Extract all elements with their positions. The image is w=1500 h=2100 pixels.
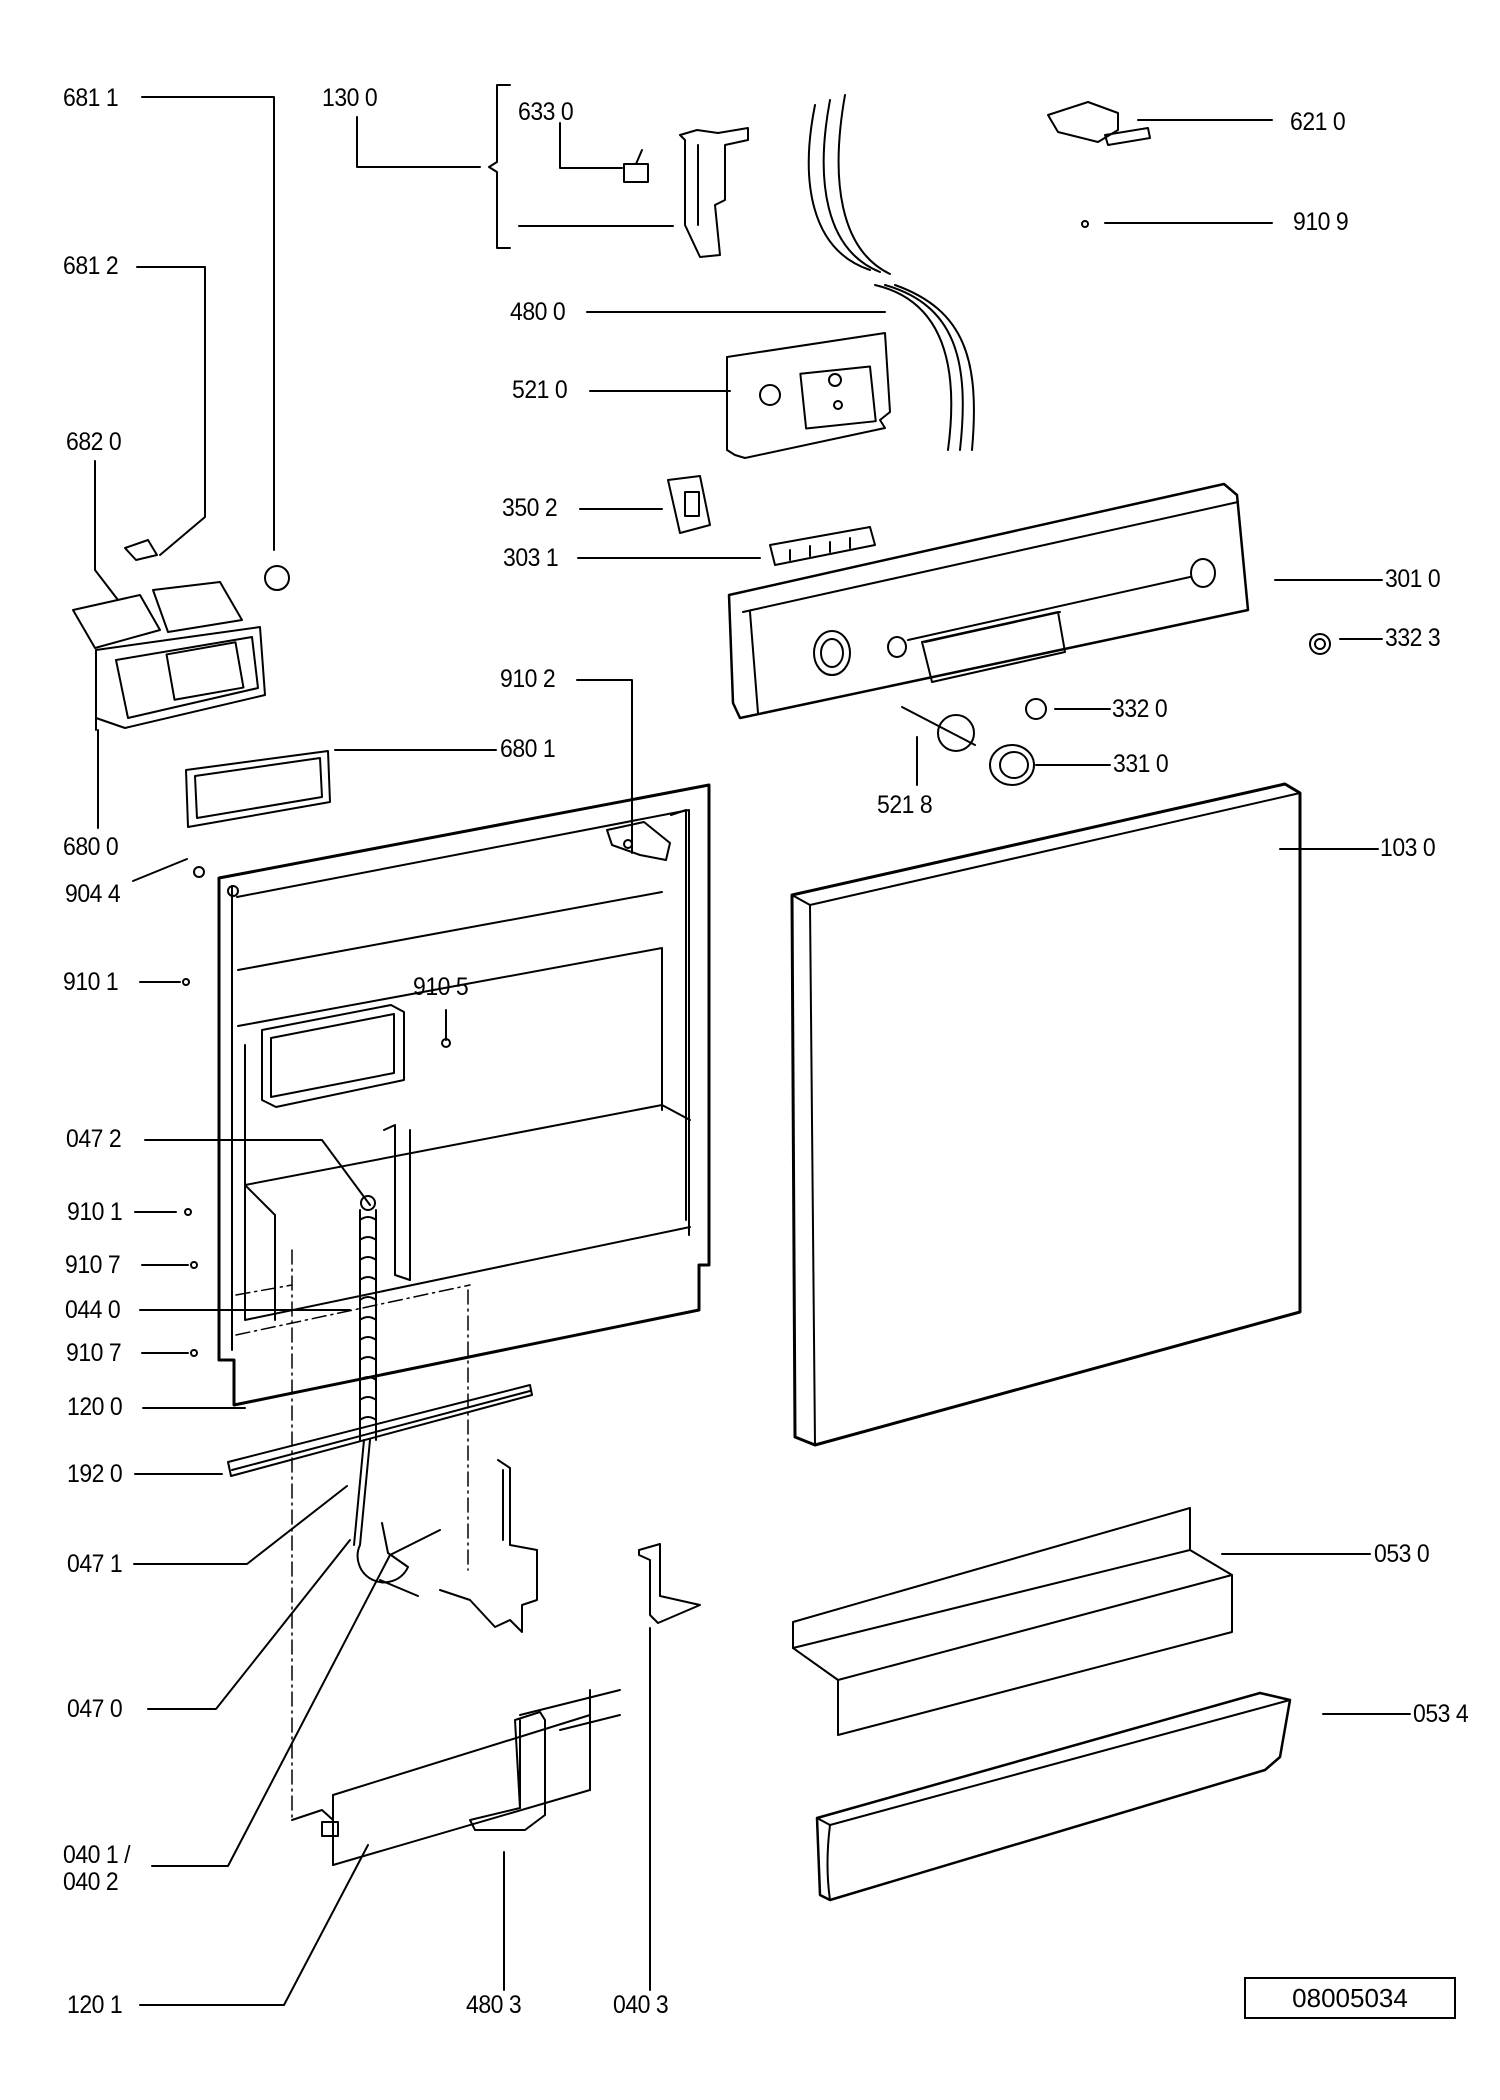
label-1200: 120 0 [67,1393,123,1421]
label-9109: 910 9 [1293,208,1349,236]
label-1920: 192 0 [67,1460,123,1488]
document-number-box: 08005034 [1244,1977,1456,2019]
knob-5218 [902,707,975,751]
label-0440: 044 0 [65,1296,121,1324]
label-3502: 350 2 [502,494,558,522]
rail [228,1385,532,1476]
label-3031: 303 1 [503,544,559,572]
knob-3323 [1310,634,1330,654]
label-3323: 332 3 [1385,624,1441,652]
label-6800: 680 0 [63,833,119,861]
bracket-0403 [639,1544,700,1623]
label-9107b: 910 7 [66,1339,122,1367]
door-spring [354,1196,418,1596]
door-lock [624,128,748,257]
label-0401: 040 1 / [63,1841,131,1869]
label-1300: 130 0 [322,84,378,112]
label-0403: 040 3 [613,1991,669,2019]
label-1030: 103 0 [1380,834,1436,862]
switch-3502 [668,476,710,533]
electronic-module [727,333,890,458]
selector-switch-621 [1048,102,1150,145]
knob-3320 [1026,699,1046,719]
inner-door-panel [183,785,709,1820]
label-4803: 480 3 [466,1991,522,2019]
outer-door [792,784,1300,1445]
label-3010: 301 0 [1385,565,1441,593]
detergent-dispenser [73,540,289,730]
label-4800: 480 0 [510,298,566,326]
label-0471: 047 1 [67,1550,123,1578]
label-9101b: 910 1 [67,1198,123,1226]
cable-harness [809,95,974,450]
label-3310: 331 0 [1113,750,1169,778]
label-0402: 040 2 [63,1868,119,1896]
dispenser-gasket [186,751,330,827]
label-1201: 120 1 [67,1991,123,2019]
label-5218: 521 8 [877,791,933,819]
screw-9109 [1082,221,1088,227]
label-6811: 681 1 [63,84,119,112]
label-0534: 053 4 [1413,1700,1469,1728]
label-6330: 633 0 [518,98,574,126]
label-6801: 680 1 [500,735,556,763]
label-9107a: 910 7 [65,1251,121,1279]
label-0530: 053 0 [1374,1540,1430,1568]
label-0472: 047 2 [66,1125,122,1153]
ring-3310 [990,745,1034,785]
label-9101a: 910 1 [63,968,119,996]
button-strip-3031 [770,527,875,565]
label-6812: 681 2 [63,252,119,280]
label-6820: 682 0 [66,428,122,456]
lower-plinth [292,1690,620,1865]
hinge-bracket [440,1460,537,1632]
label-5210: 521 0 [512,376,568,404]
label-9102: 910 2 [500,665,556,693]
label-9044: 904 4 [65,880,121,908]
kick-plate-cover [817,1693,1290,1900]
label-3320: 332 0 [1112,695,1168,723]
kick-plate-bracket [793,1508,1232,1735]
label-0470: 047 0 [67,1695,123,1723]
leader-lines [95,85,1410,2005]
label-9105: 910 5 [413,973,469,1001]
control-panel [729,484,1248,718]
label-6210: 621 0 [1290,108,1346,136]
